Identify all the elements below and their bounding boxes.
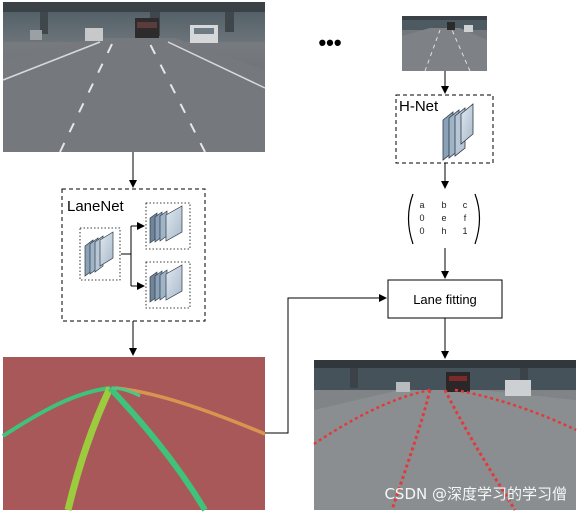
matrix-left-bracket xyxy=(407,193,414,245)
arrow-segmentation-to-lane-fitting xyxy=(265,294,387,434)
ellipsis-text: ••• xyxy=(318,30,341,55)
lane-fitted-output: CSDN @深度学习的学习僧 xyxy=(313,360,577,511)
hnet-label: H-Net xyxy=(399,98,439,115)
matrix-cell: 0 xyxy=(419,213,424,223)
lane-fitting-label: Lane fitting xyxy=(413,292,477,307)
lanenet-module: LaneNet xyxy=(61,188,206,322)
matrix-cell: a xyxy=(419,200,424,210)
input-road-image xyxy=(2,2,266,153)
lanenet-label: LaneNet xyxy=(67,198,125,215)
matrix-right-bracket xyxy=(474,193,481,245)
hnet-module: H-Net xyxy=(395,94,494,164)
watermark-text: CSDN @深度学习的学习僧 xyxy=(384,485,567,503)
matrix-cell: 0 xyxy=(419,226,424,236)
lanenet-segmentation-decoder-icon xyxy=(149,205,183,244)
connectors xyxy=(129,71,449,434)
homography-matrix: a b c 0 e f 0 h 1 xyxy=(407,193,481,245)
lanenet-embedding-decoder-icon xyxy=(149,264,183,303)
lane-segmentation-output xyxy=(1,357,266,512)
hnet-input-road-image xyxy=(402,16,487,72)
lane-fitting-node: Lane fitting xyxy=(387,279,503,319)
matrix-cell: 1 xyxy=(462,226,467,236)
matrix-cell: f xyxy=(464,213,467,223)
hnet-cnn-icon xyxy=(442,103,474,161)
matrix-cell: c xyxy=(463,200,468,210)
matrix-cell: h xyxy=(441,226,446,236)
matrix-cell: b xyxy=(441,200,446,210)
matrix-cell: e xyxy=(441,213,446,223)
lanenet-encoder-icon xyxy=(84,231,114,277)
